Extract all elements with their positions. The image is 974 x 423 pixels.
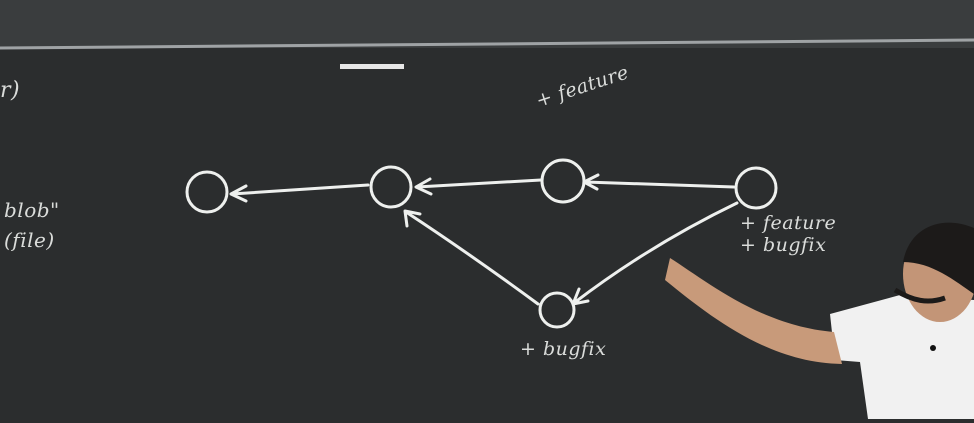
shirt: [830, 295, 974, 419]
hair: [903, 222, 974, 294]
arrow-5-to-2: [403, 209, 540, 306]
arrow-4-to-3: [582, 173, 736, 191]
board-rail: [0, 38, 974, 50]
right-commit-label-line: + bugfix: [740, 234, 827, 256]
arrow-3-to-2: [414, 177, 543, 196]
commit-node-3: [540, 158, 586, 204]
bottom-commit-label: + bugfix: [520, 338, 607, 360]
right-commit-label-line: + feature: [740, 212, 837, 234]
lecturer: [665, 222, 974, 419]
commit-node-1: [185, 170, 229, 214]
board-fragment-top: r): [0, 78, 21, 103]
commit-node-4: [734, 166, 778, 210]
right-commit-label: + feature + bugfix: [740, 212, 836, 256]
board-fragment-line: (file): [4, 228, 55, 252]
arrow-4-to-5: [571, 201, 739, 306]
commit-node-5: [538, 291, 576, 329]
board-fragment-line: blob": [4, 198, 60, 222]
beard: [893, 287, 946, 304]
microphone: [930, 345, 936, 351]
commit-node-2: [369, 165, 413, 209]
arm: [665, 258, 842, 364]
eraser-mark: [340, 64, 404, 69]
board-fragment-left: blob" (file): [4, 195, 60, 255]
arrow-2-to-1: [229, 183, 370, 203]
